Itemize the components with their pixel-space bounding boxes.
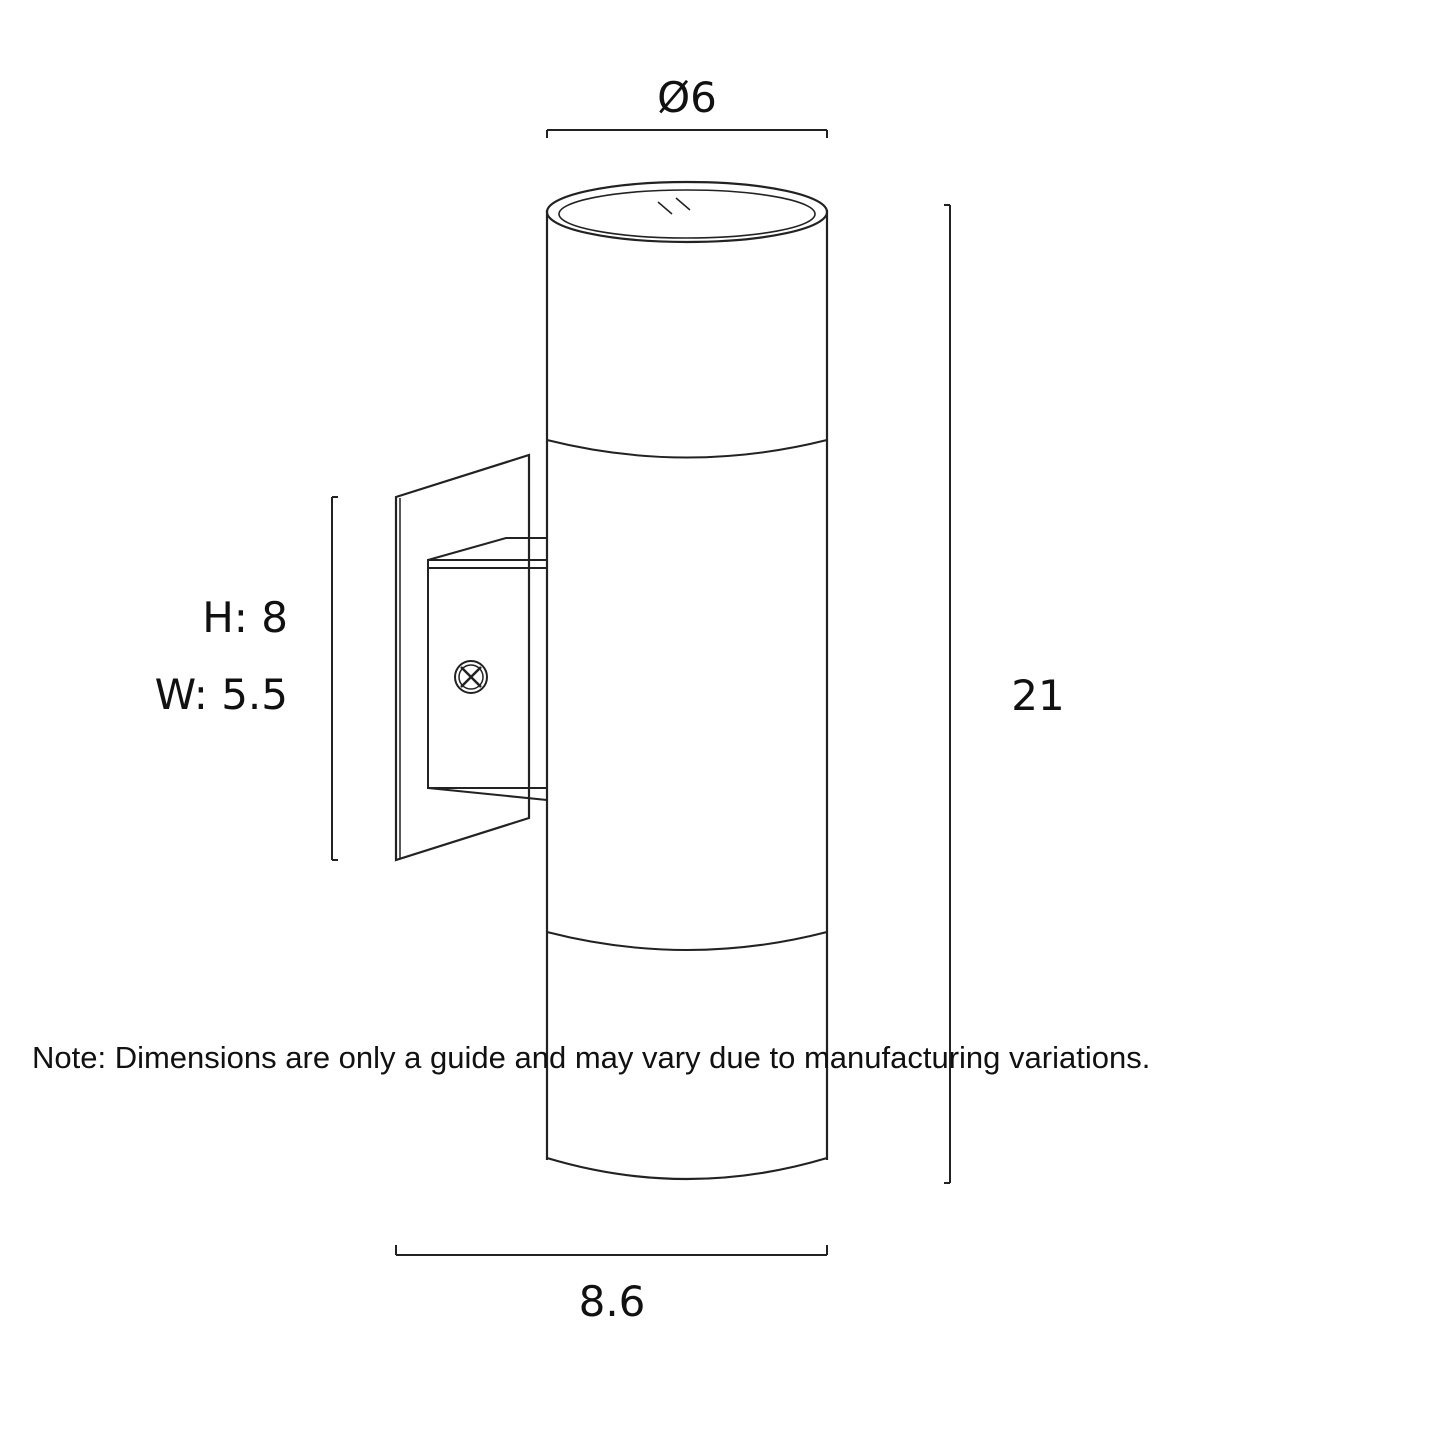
depth-label: 8.6 [579,1277,646,1326]
disclaimer-note: Note: Dimensions are only a guide and ma… [32,1040,1151,1075]
height-label: 21 [1011,671,1064,720]
depth-dimension: 8.6 [395,1245,828,1326]
height-dimension: 21 [944,204,1065,1184]
plate-dimension: H: 8 W: 5.5 [155,496,338,861]
screw-icon [454,660,488,694]
diameter-label: Ø6 [657,73,717,122]
plate-height-label: H: 8 [202,593,288,642]
diameter-dimension: Ø6 [546,73,828,138]
wall-plate [394,453,531,862]
plate-width-label: W: 5.5 [155,670,288,719]
cylinder-body [545,180,829,1181]
